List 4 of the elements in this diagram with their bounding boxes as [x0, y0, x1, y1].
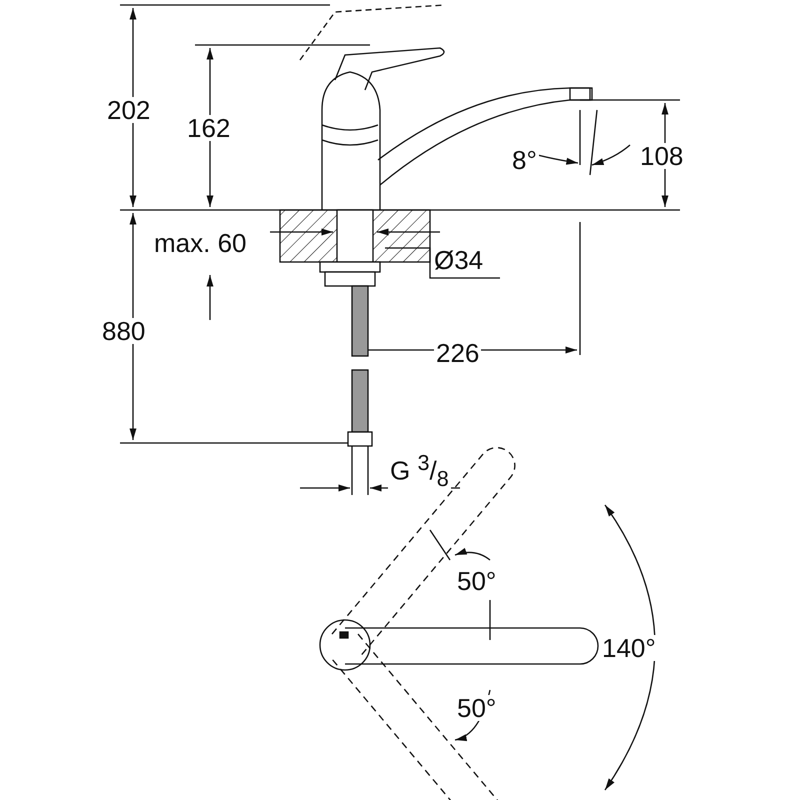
- dimension-label: Ø34: [432, 247, 486, 273]
- dimension-label: 880: [100, 318, 148, 344]
- dimension-label: 202: [105, 97, 152, 123]
- dimension-label: G $^{3}$/$_{8}$: [388, 452, 451, 490]
